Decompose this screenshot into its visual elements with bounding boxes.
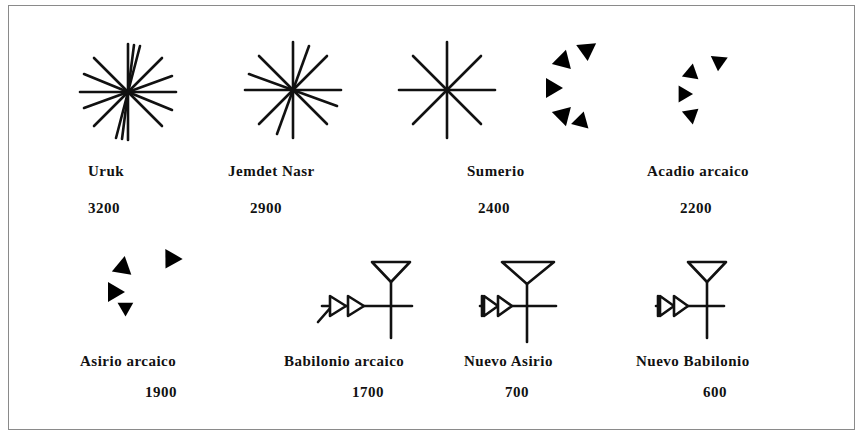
sumerian-sign: [399, 42, 495, 138]
date-number: 2400: [478, 199, 510, 217]
date-number: 1700: [352, 383, 384, 401]
jemdet-nasr-sign: [245, 42, 341, 138]
sumerian-wedge-sign: [546, 43, 634, 128]
date-number: 2200: [680, 199, 712, 217]
period-name: Acadio arcaico: [647, 162, 749, 180]
date-number: 700: [505, 383, 529, 401]
old-assyrian-sign: [108, 249, 196, 336]
date-number: 1900: [145, 383, 177, 401]
neo-babylonian-sign: [656, 262, 726, 338]
neo-assyrian-sign: [480, 262, 556, 342]
frame: [9, 6, 855, 430]
date-number: 3200: [88, 199, 120, 217]
period-name: Nuevo Asirio: [464, 352, 553, 370]
date-number: 600: [703, 383, 727, 401]
period-name: Uruk: [88, 162, 124, 180]
period-name: Asirio arcaico: [80, 352, 176, 370]
uruk-sign: [80, 44, 176, 140]
period-name: Jemdet Nasr: [228, 162, 315, 180]
period-name: Sumerio: [467, 162, 525, 180]
date-number: 2900: [250, 199, 282, 217]
period-name: Babilonio arcaico: [284, 352, 404, 370]
period-name: Nuevo Babilonio: [636, 352, 750, 370]
old-babylonian-sign: [318, 262, 412, 338]
old-akkadian-sign: [679, 56, 754, 131]
